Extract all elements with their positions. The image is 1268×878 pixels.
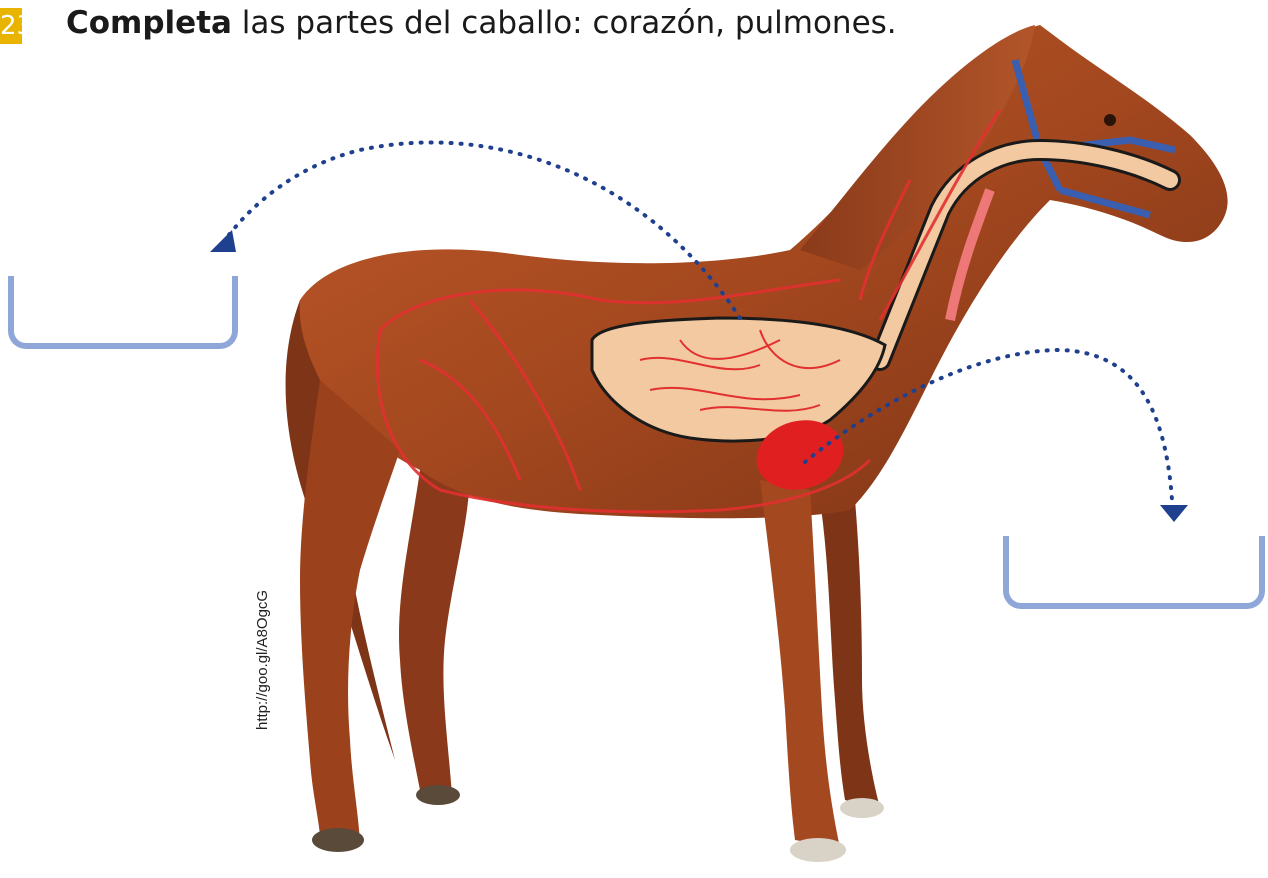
hoof-near-hind xyxy=(312,828,364,852)
answer-box-lungs[interactable] xyxy=(8,276,238,349)
horse-eye xyxy=(1104,114,1116,126)
arrow-head-left xyxy=(210,230,236,252)
hoof-far-hind xyxy=(416,785,460,805)
horse-near-hind-leg xyxy=(300,380,400,842)
hoof-far-fore xyxy=(840,798,884,818)
answer-box-heart[interactable] xyxy=(1003,536,1265,609)
image-credit-url: http://goo.gl/A8OgcG xyxy=(254,590,271,730)
horse-far-hind-leg xyxy=(399,470,470,795)
horse-far-fore-leg xyxy=(820,500,880,808)
hoof-near-fore xyxy=(790,838,846,862)
arrow-head-right xyxy=(1160,505,1188,522)
